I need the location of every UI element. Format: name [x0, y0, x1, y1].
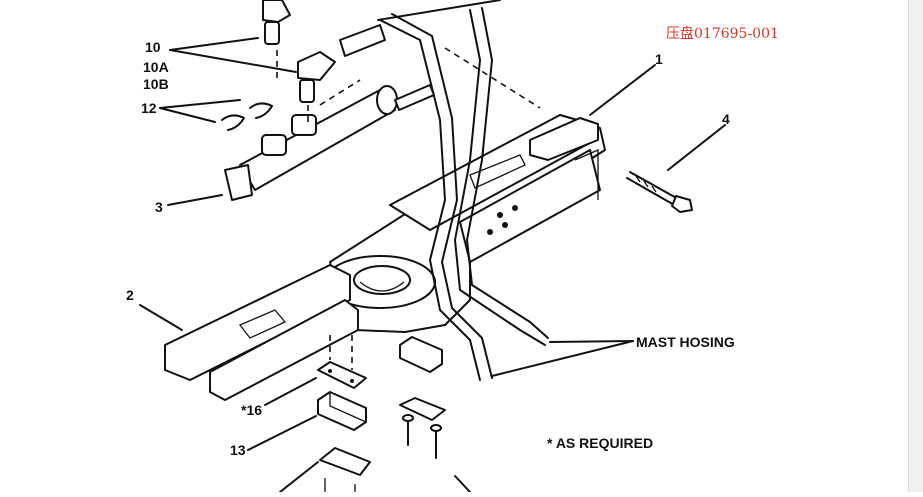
bolt-part-4	[626, 171, 693, 213]
label-16: *16	[241, 402, 262, 418]
label-10b: 10B	[143, 76, 169, 92]
part-number-annotation: 压盘017695-001	[666, 25, 779, 42]
label-4: 4	[722, 111, 730, 127]
mast-hose	[377, 0, 549, 381]
label-2: 2	[126, 287, 134, 303]
vertical-scrollbar[interactable]	[908, 0, 923, 492]
leader-lines	[139, 37, 726, 493]
block-part-13	[317, 391, 367, 431]
label-mast-hosing: MAST HOSING	[636, 334, 735, 350]
label-10a: 10A	[143, 59, 169, 75]
hydraulic-cylinder-part-3	[224, 84, 435, 201]
label-12: 12	[141, 100, 157, 116]
label-3: 3	[155, 199, 163, 215]
label-as-required: * AS REQUIRED	[547, 435, 653, 451]
right-blocks	[399, 336, 446, 459]
spacer-pad-part-16	[317, 335, 367, 389]
elbow-fittings-part-10	[262, 0, 386, 122]
base-frame-part-1	[319, 47, 606, 333]
fork-arm-part-2	[164, 264, 359, 401]
retaining-clips-part-12	[221, 102, 273, 131]
label-10: 10	[145, 39, 161, 55]
bracket-part-bottom	[319, 447, 371, 492]
label-13: 13	[230, 442, 246, 458]
label-1: 1	[655, 51, 663, 67]
